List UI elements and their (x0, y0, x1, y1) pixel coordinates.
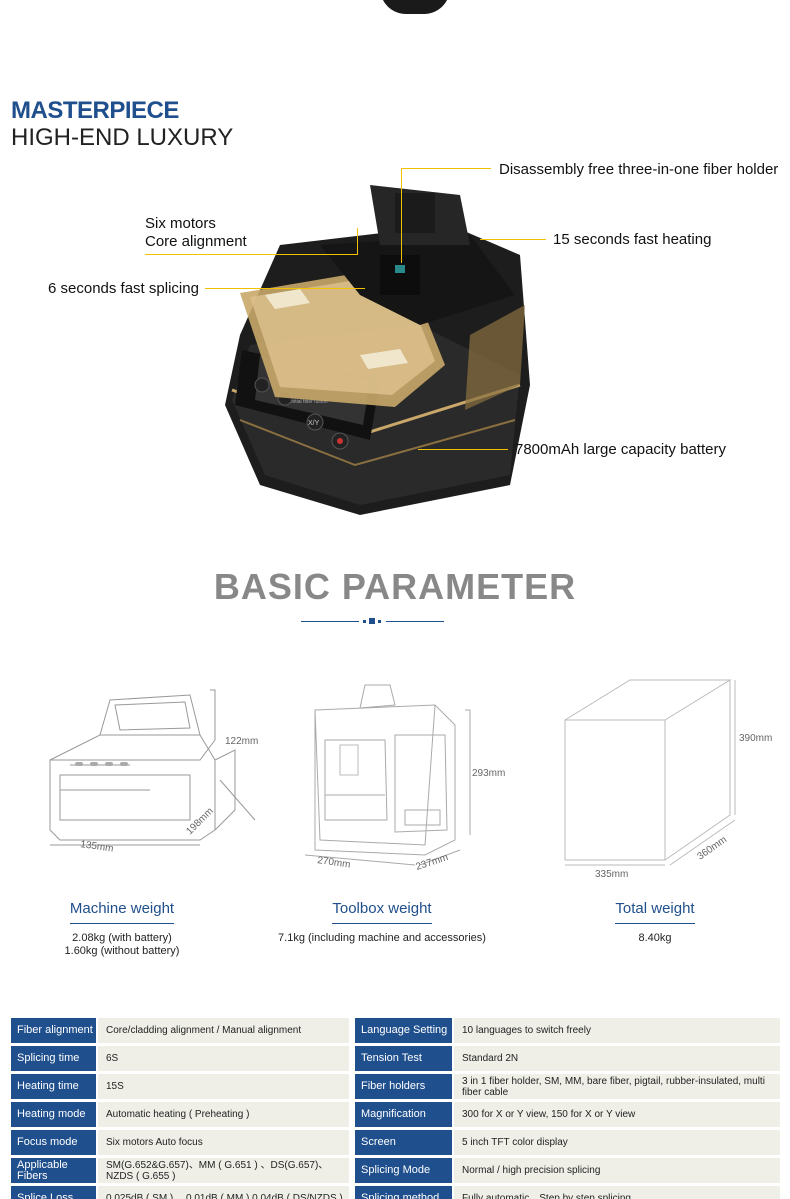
spec-row: Splicing time 6S (11, 1046, 349, 1071)
spec-key: Magnification (355, 1102, 452, 1127)
spec-key: Splice Loss (11, 1186, 96, 1199)
spec-row: Fiber holders 3 in 1 fiber holder, SM, M… (355, 1074, 780, 1099)
total-weight-title: Total weight (615, 900, 695, 924)
callout-line-fiber-holder-h (401, 168, 491, 169)
spec-row: Magnification 300 for X or Y view, 150 f… (355, 1102, 780, 1127)
spec-value: 0.025dB ( SM ) 、0.01dB ( MM ) 0.04dB ( D… (98, 1186, 349, 1199)
spec-key: Focus mode (11, 1130, 96, 1155)
callout-line-six-motors-h (145, 254, 357, 255)
spec-row: Screen 5 inch TFT color display (355, 1130, 780, 1155)
spec-value: Core/cladding alignment / Manual alignme… (98, 1018, 349, 1043)
callout-line-fast-splicing (205, 288, 365, 289)
spec-row: Applicable Fibers SM(G.652&G.657)、MM ( G… (11, 1158, 349, 1183)
spec-row: Focus mode Six motors Auto focus (11, 1130, 349, 1155)
machine-weight-block: Machine weight 2.08kg (with battery) 1.6… (0, 900, 247, 958)
total-height-label: 390mm (739, 733, 772, 744)
toolbox-weight-title: Toolbox weight (332, 900, 432, 924)
total-width-label: 335mm (595, 869, 628, 880)
callout-fast-heating: 15 seconds fast heating (553, 231, 712, 248)
spec-key: Fiber alignment (11, 1018, 96, 1043)
spec-key: Splicing Mode (355, 1158, 452, 1183)
hero-title: MASTERPIECE HIGH-END LUXURY (11, 97, 233, 151)
spec-value: 3 in 1 fiber holder, SM, MM, bare fiber,… (454, 1074, 780, 1099)
total-weight-block: Total weight 8.40kg (530, 900, 780, 945)
spec-value: 15S (98, 1074, 349, 1099)
spec-value: Automatic heating ( Preheating ) (98, 1102, 349, 1127)
callout-line-six-motors-v (357, 228, 358, 255)
spec-value: 300 for X or Y view, 150 for X or Y view (454, 1102, 780, 1127)
spec-value: 5 inch TFT color display (454, 1130, 780, 1155)
fusion-splicer-illustration: Initial fiber fusion X/Y (220, 185, 540, 525)
callout-fiber-holder: Disassembly free three-in-one fiber hold… (499, 161, 779, 178)
toolbox-height-label: 293mm (472, 768, 505, 779)
callout-battery: 7800mAh large capacity battery (515, 441, 726, 458)
callout-core-alignment: Core alignment (145, 233, 247, 250)
section-divider (301, 618, 444, 624)
callout-line-fast-heating (480, 239, 546, 240)
machine-weight-value-1: 2.08kg (with battery) (72, 932, 172, 944)
hero-title-line1: MASTERPIECE (11, 97, 179, 124)
spec-row: Fiber alignment Core/cladding alignment … (11, 1018, 349, 1043)
hero-title-line2: HIGH-END LUXURY (11, 124, 234, 151)
top-device-edge (380, 0, 450, 14)
total-depth-label: 360mm (695, 834, 729, 862)
toolbox-weight-block: Toolbox weight 7.1kg (including machine … (257, 900, 507, 945)
spec-key: Applicable Fibers (11, 1158, 96, 1183)
device-screen-caption: Initial fiber fusion (290, 399, 328, 405)
callout-six-motors: Six motors (145, 215, 216, 232)
spec-row: Splice Loss 0.025dB ( SM ) 、0.01dB ( MM … (11, 1186, 349, 1199)
spec-row: Heating time 15S (11, 1074, 349, 1099)
spec-value: Six motors Auto focus (98, 1130, 349, 1155)
total-weight-value: 8.40kg (638, 932, 672, 944)
spec-key: Fiber holders (355, 1074, 452, 1099)
machine-width-label: 135mm (80, 839, 115, 855)
spec-value: Normal / high precision splicing (454, 1158, 780, 1183)
spec-value: 10 languages to switch freely (454, 1018, 780, 1043)
callout-fast-splicing: 6 seconds fast splicing (48, 280, 199, 297)
spec-key: Screen (355, 1130, 452, 1155)
toolbox-dimension-drawing: 293mm 270mm 237mm (295, 680, 525, 880)
spec-key: Splicing time (11, 1046, 96, 1071)
toolbox-weight-value: 7.1kg (including machine and accessories… (278, 932, 486, 944)
spec-key: Tension Test (355, 1046, 452, 1071)
spec-key: Splicing method (355, 1186, 452, 1199)
section-title: BASIC PARAMETER (213, 566, 577, 607)
spec-row: Splicing method Fully automatic、Step by … (355, 1186, 780, 1199)
device-xy-button-label: X/Y (308, 420, 320, 427)
spec-value: Fully automatic、Step by step splicing (454, 1186, 780, 1199)
spec-row: Splicing Mode Normal / high precision sp… (355, 1158, 780, 1183)
machine-weight-value-2: 1.60kg (without battery) (64, 945, 180, 957)
spec-value: SM(G.652&G.657)、MM ( G.651 ) 、DS(G.657)、… (98, 1158, 349, 1183)
callout-line-fiber-holder-v (401, 168, 402, 263)
callout-line-battery (418, 449, 508, 450)
spec-row: Language Setting 10 languages to switch … (355, 1018, 780, 1043)
spec-row: Tension Test Standard 2N (355, 1046, 780, 1071)
spec-row: Heating mode Automatic heating ( Preheat… (11, 1102, 349, 1127)
spec-key: Language Setting (355, 1018, 452, 1043)
machine-weight-title: Machine weight (69, 900, 175, 924)
spec-key: Heating time (11, 1074, 96, 1099)
spec-value: 6S (98, 1046, 349, 1071)
total-dimension-drawing: 390mm 335mm 360mm (555, 675, 785, 885)
spec-key: Heating mode (11, 1102, 96, 1127)
machine-dimension-drawing: 122mm 135mm 198mm (40, 680, 270, 860)
machine-height-label: 122mm (225, 736, 258, 747)
toolbox-width-label: 270mm (317, 855, 352, 871)
spec-value: Standard 2N (454, 1046, 780, 1071)
